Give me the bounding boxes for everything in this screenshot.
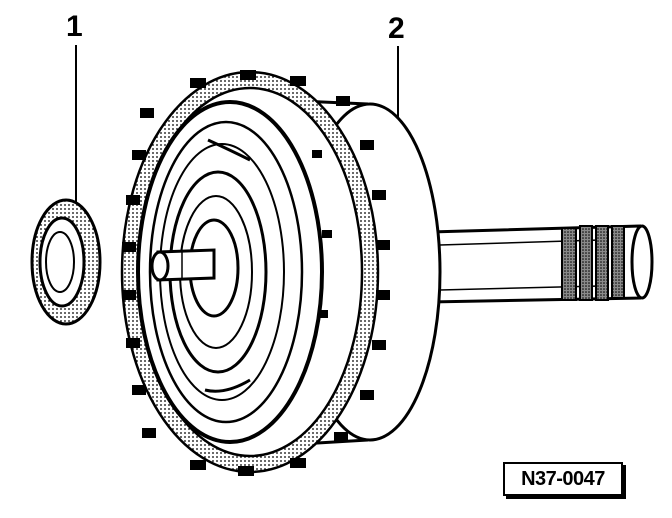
output-shaft — [428, 224, 654, 304]
bearing-ring — [30, 198, 102, 326]
drum-hub — [150, 248, 216, 282]
shaft-splines — [561, 225, 625, 301]
clutch-drum — [120, 70, 442, 476]
reference-code-box: N37-0047 — [503, 462, 623, 496]
callout-label-2: 2 — [388, 12, 405, 45]
drum-front-face — [136, 100, 324, 444]
spline-teeth — [122, 70, 390, 476]
callout-label-1: 1 — [66, 10, 83, 43]
